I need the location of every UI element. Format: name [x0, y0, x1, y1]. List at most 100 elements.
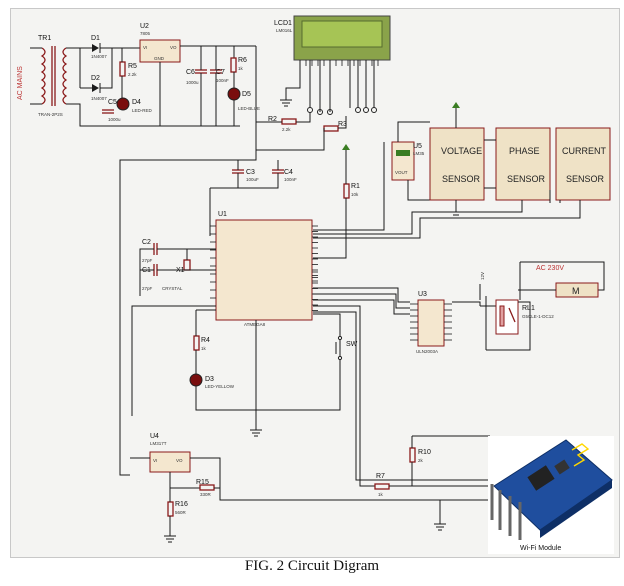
c6-label: C6 [186, 69, 195, 76]
capacitor-c5: C5 1000u [102, 99, 121, 122]
r5-value: 2.2k [128, 72, 137, 77]
v12-label: 12V [480, 272, 485, 280]
voltage-label: VOLTAGE [441, 146, 482, 156]
rl1-label: RL1 [522, 305, 535, 312]
resistor-r6: R6 1k [230, 57, 247, 73]
current-sensor: CURRENT SENSOR [555, 127, 611, 201]
driver-pin-lines [410, 303, 452, 341]
d3-part: LED-YELLOW [205, 384, 235, 389]
r6-value: 1k [238, 66, 244, 71]
d4-part: LED-RED [132, 108, 153, 113]
current-label: CURRENT [562, 146, 607, 156]
d3-label: D3 [205, 376, 214, 383]
r15-label: R15 [196, 479, 209, 486]
resistor-r10: R10 2k [409, 447, 431, 463]
u2-label: U2 [140, 23, 149, 30]
d4-label: D4 [132, 99, 141, 106]
voltage-sensor: VOLTAGE SENSOR [429, 127, 485, 201]
regulator-u2: VI VO GND U2 7805 [139, 23, 181, 63]
resistor-r16: R16 560R [167, 501, 188, 517]
d5-label: D5 [242, 91, 251, 98]
r3-label: R3 [338, 121, 347, 128]
d2-label: D2 [91, 75, 100, 82]
c7-value: 100nF [216, 78, 229, 83]
r16-label: R16 [175, 501, 188, 508]
r10-label: R10 [418, 449, 431, 456]
r2-value: 2.2k [282, 127, 291, 132]
led-d4: D4 LED-RED [116, 97, 153, 113]
led-d5: D5 LED-BLUE [227, 87, 260, 111]
r10-value: 2k [418, 458, 424, 463]
figure-caption: FIG. 2 Circuit Digram [244, 558, 380, 574]
regulator-u4: VI VO U4 LM317T [149, 433, 191, 473]
r6-label: R6 [238, 57, 247, 64]
x1-part: CRYSTAL [162, 286, 183, 291]
r4-label: R4 [201, 337, 210, 344]
motor-label: M [572, 286, 580, 296]
phase-sensor: PHASE SENSOR [495, 127, 551, 201]
resistor-r4: R4 1k [193, 335, 210, 351]
c2-value: 27pF [142, 258, 153, 263]
svg-text:VI: VI [143, 45, 147, 50]
u3-part: ULN2003A [416, 349, 438, 354]
c3-label: C3 [246, 169, 255, 176]
rl1-part: G5CLE-1-DC12 [522, 314, 554, 319]
capacitor-c4: C4 100nF [272, 169, 297, 182]
c4-value: 100nF [284, 177, 297, 182]
resistor-r7: R7 1k [374, 473, 390, 497]
d1-part: 1N4007 [91, 54, 107, 59]
temperature-sensor-u5: VOUT U5 LM35 [391, 141, 425, 181]
current-sensor-label: SENSOR [566, 174, 605, 184]
r1-label: R1 [351, 183, 360, 190]
phase-sensor-label: SENSOR [507, 174, 546, 184]
tr1-part: TRAN-2P2S [38, 112, 63, 117]
d5-part: LED-BLUE [238, 106, 260, 111]
resistor-r2: R2 2.2k [268, 116, 297, 132]
power-supply: AC MAINS TR1 TRAN-2P2S D1 1N4007 D2 1N40… [17, 23, 260, 476]
diode-d1: D1 1N4007 [80, 35, 107, 59]
r15-value: 330R [200, 492, 212, 497]
voltage-sensor-label: SENSOR [442, 174, 481, 184]
c5-label: C5 [108, 99, 117, 106]
r2-label: R2 [268, 116, 277, 123]
u4-label: U4 [150, 433, 159, 440]
c6-value: 1000u [186, 80, 199, 85]
transformer-tr1: TR1 TRAN-2P2S [38, 35, 68, 117]
microcontroller-u1: U1 ATMEGA8 [210, 211, 318, 327]
lcd-display: LCD1 LM016L [274, 15, 391, 66]
resistor-r3: R3 [323, 121, 347, 132]
capacitor-c2: C2 27pF [142, 239, 158, 263]
d2-part: 1N4007 [91, 96, 107, 101]
driver-u3: U3 ULN2003A [410, 291, 452, 354]
u5-label: U5 [413, 143, 422, 150]
tr1-label: TR1 [38, 35, 51, 42]
ac230-label: AC 230V [536, 265, 564, 272]
lcd1-label: LCD1 [274, 20, 292, 27]
u5-pin: VOUT [395, 170, 408, 175]
svg-text:VI: VI [153, 458, 157, 463]
push-switch-sw: SW [335, 335, 358, 361]
c7-label: C7 [216, 69, 225, 76]
crystal-x1: X1 CRYSTAL [162, 259, 191, 291]
resistor-r5: R5 2.2k [119, 61, 137, 77]
ac-mains-label: AC MAINS [17, 66, 24, 100]
d1-label: D1 [91, 35, 100, 42]
r5-label: R5 [128, 63, 137, 70]
c1-value: 27pF [142, 286, 153, 291]
wifi-module-label: Wi-Fi Module [520, 545, 561, 552]
u5-part: LM35 [413, 151, 425, 156]
c5-value: 1000u [108, 117, 121, 122]
c3-value: 100uF [246, 177, 259, 182]
u3-label: U3 [418, 291, 427, 298]
wifi-module-image: Wi-Fi Module [488, 436, 614, 554]
capacitor-c3: C3 100uF [232, 169, 259, 182]
r4-value: 1k [201, 346, 207, 351]
capacitor-c1: C1 27pF [142, 264, 158, 291]
relay-rl1: RL1 G5CLE-1-DC12 [495, 299, 554, 335]
u1-label: U1 [218, 211, 227, 218]
capacitor-c6: C6 1000u [186, 69, 207, 85]
svg-text:VO: VO [176, 458, 183, 463]
svg-text:GND: GND [154, 56, 165, 61]
svg-text:VO: VO [170, 45, 177, 50]
